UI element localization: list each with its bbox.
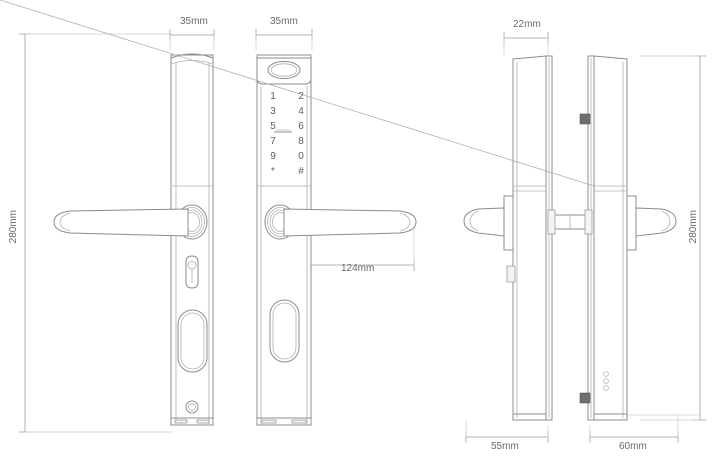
- keypad-key[interactable]: #: [298, 166, 304, 177]
- keypad[interactable]: 1 2 3 4 5 6 7 8 9 0 * #: [264, 89, 310, 179]
- keypad-key[interactable]: 1: [270, 91, 276, 102]
- dimension-label-bottom-right: 60mm: [619, 441, 647, 452]
- keypad-key[interactable]: 9: [270, 151, 276, 162]
- keypad-key[interactable]: 4: [298, 106, 304, 117]
- dimension-top-right: [503, 32, 549, 58]
- dimension-top-left: [169, 29, 215, 50]
- keypad-key[interactable]: *: [271, 166, 275, 177]
- view-exterior-front: [256, 54, 417, 426]
- dimension-label-left-height: 280mm: [8, 210, 19, 244]
- latch-tabs: [506, 113, 591, 404]
- dimension-label-right-height: 280mm: [688, 210, 699, 244]
- dimension-label-handle-length: 124mm: [341, 263, 375, 274]
- keypad-key[interactable]: 7: [270, 136, 276, 147]
- dimension-left-height: [19, 33, 172, 433]
- dimension-label-bottom-left: 55mm: [491, 441, 519, 452]
- dimension-right-height: [640, 55, 706, 421]
- view-exterior-side: [0, 0, 677, 421]
- keypad-key[interactable]: 0: [298, 151, 304, 162]
- keypad-key[interactable]: 8: [298, 136, 304, 147]
- dimension-label-top-left: 35mm: [180, 16, 208, 27]
- keypad-key[interactable]: 2: [298, 91, 304, 102]
- dimension-top-middle: [255, 29, 313, 50]
- view-interior-front: [53, 53, 214, 426]
- dimension-label-top-middle: 35mm: [270, 16, 298, 27]
- view-interior-side: [463, 55, 553, 421]
- dimension-bottom-left: [465, 420, 549, 443]
- keypad-key[interactable]: 5: [270, 121, 276, 132]
- keypad-key[interactable]: 6: [298, 121, 304, 132]
- spindle-connector: [547, 209, 593, 235]
- keypad-key[interactable]: 3: [270, 106, 276, 117]
- dimension-label-top-right: 22mm: [513, 19, 541, 30]
